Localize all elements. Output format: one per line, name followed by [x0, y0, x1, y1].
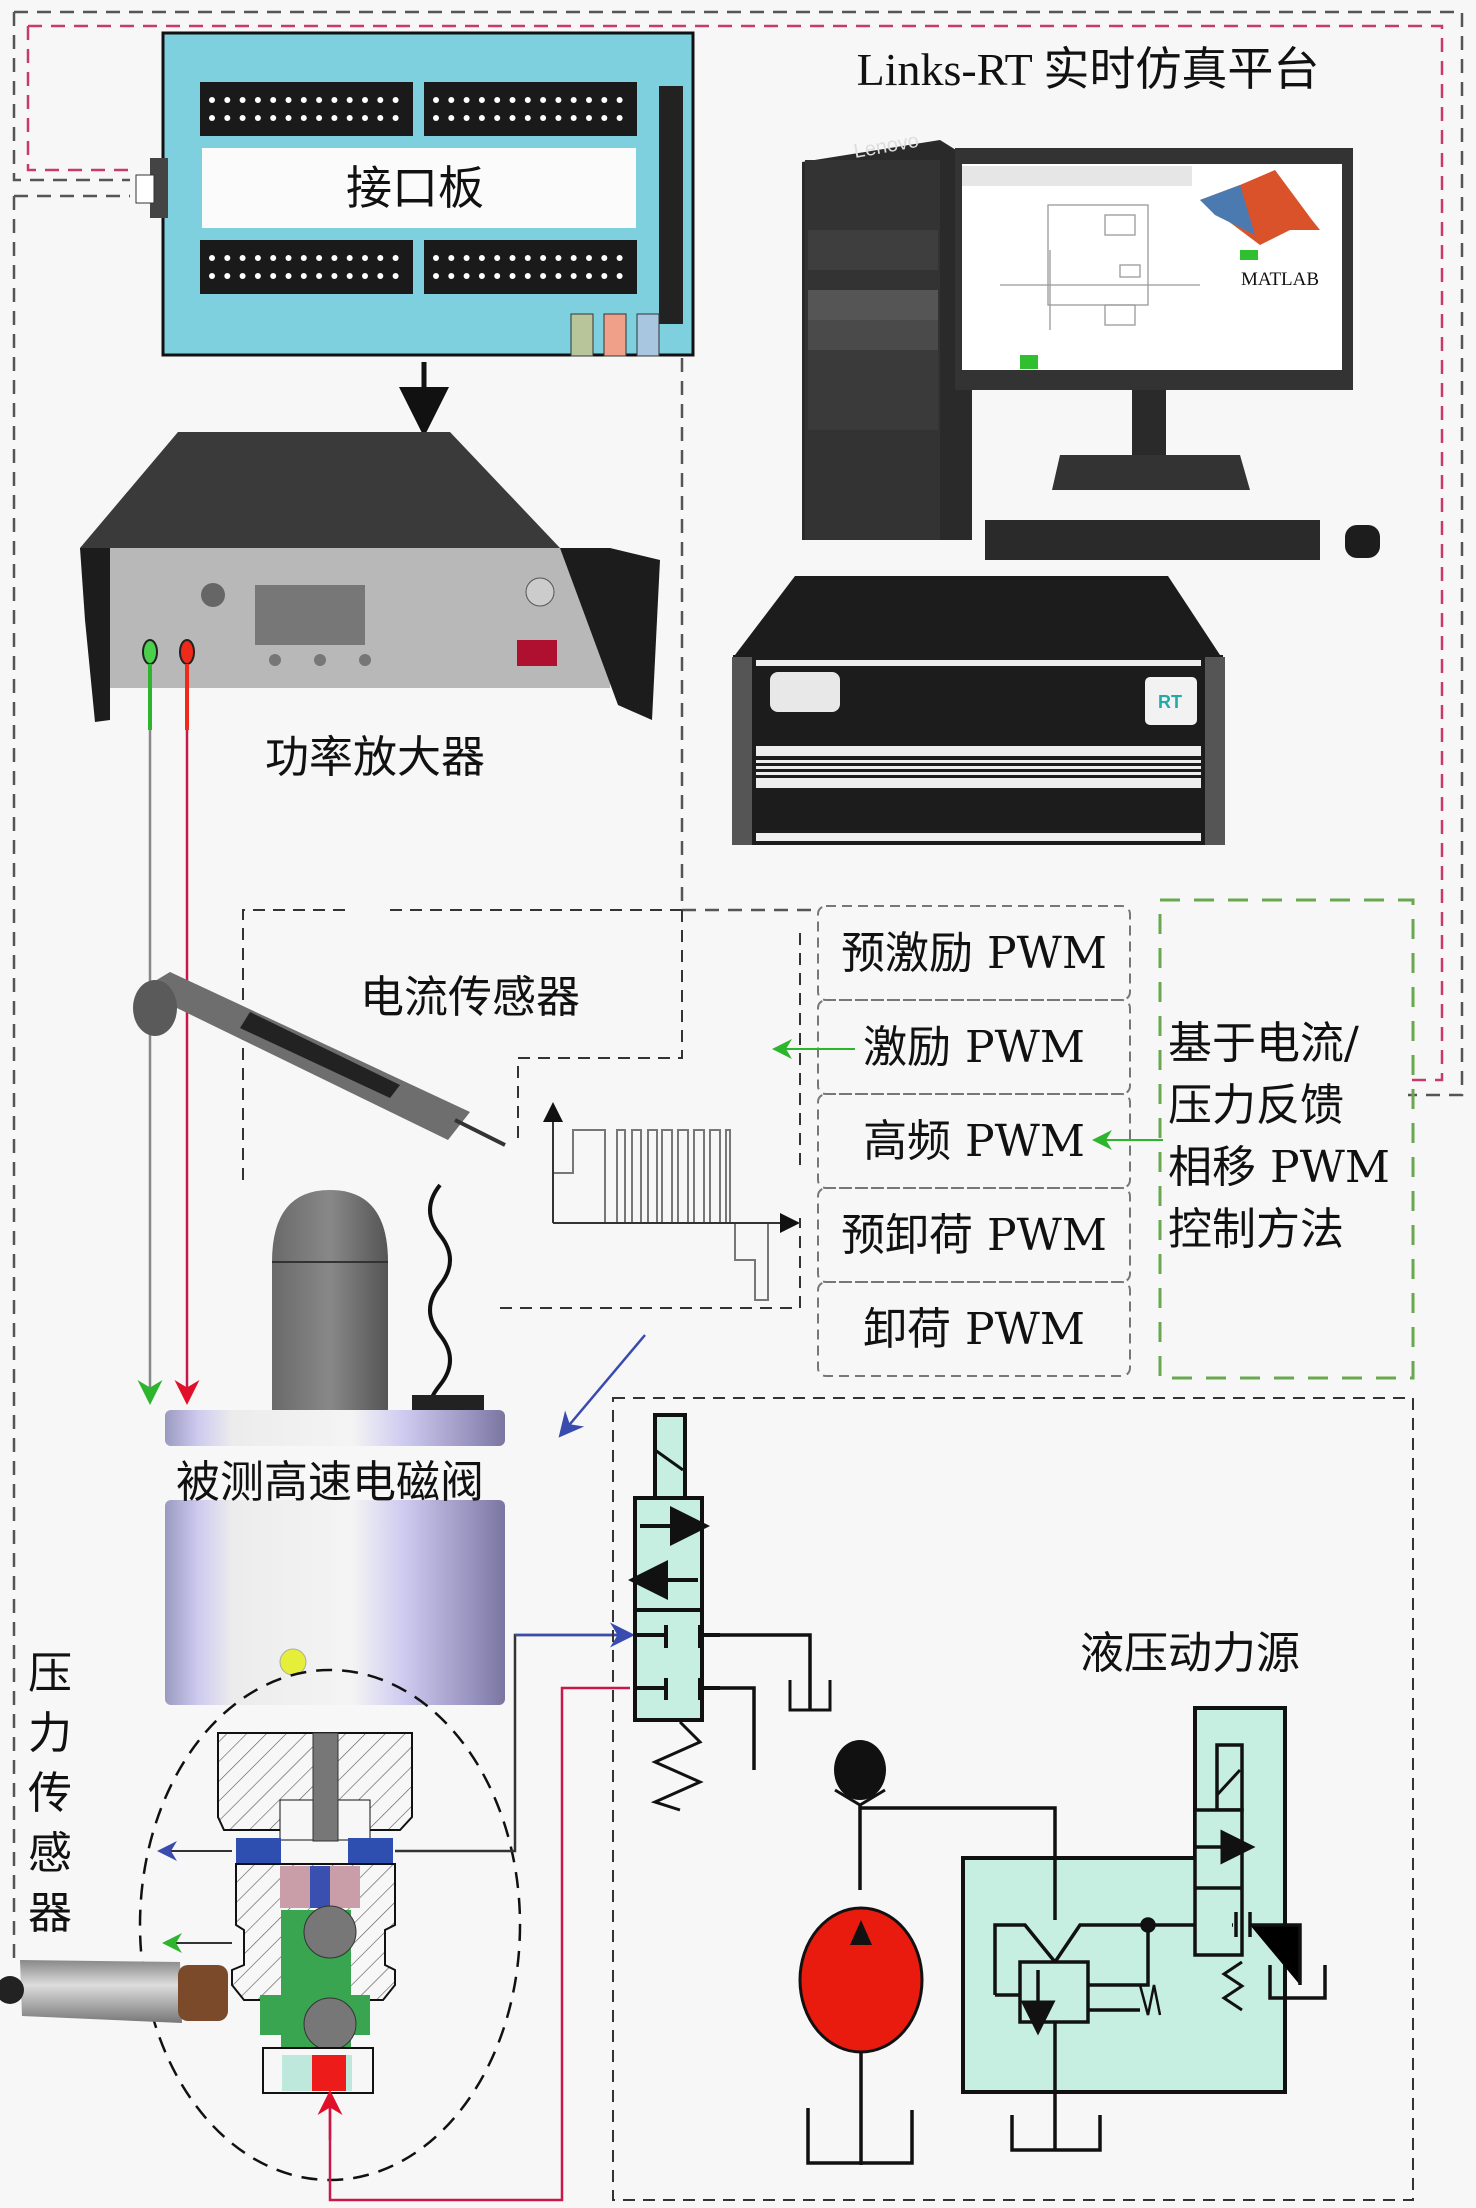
pwm-stage-3: 高频 PWM: [817, 1093, 1131, 1189]
valve-body: [165, 1500, 505, 1705]
pc-tower: Lenovo: [802, 130, 972, 540]
control-method-line: 相移 PWM: [1168, 1142, 1390, 1193]
terminal-green: [142, 639, 158, 665]
board-label-panel: [202, 148, 636, 228]
outer-signal-line: [14, 10, 1464, 1097]
display-window: [770, 672, 840, 712]
connector-block: [424, 82, 637, 136]
control-method-line: 控制方法: [1168, 1204, 1344, 1255]
inlet-port: [312, 2055, 346, 2091]
valve-under-test-label: 被测高速电磁阀: [176, 1457, 484, 1508]
check-valve: [834, 1740, 886, 1807]
board-link-line-pink: [26, 26, 130, 172]
connector-block: [200, 240, 413, 294]
current-sensor-box: [242, 909, 682, 1180]
db-plug: [135, 174, 155, 204]
relief-tank: [1010, 2022, 1102, 2152]
tank-symbol: [788, 1680, 832, 1712]
amp-knob: [201, 583, 225, 607]
pwm-stage-label: 高频 PWM: [863, 1116, 1085, 1167]
power-amplifier: [80, 432, 660, 722]
port-blue: [636, 313, 660, 357]
valve-cable: [428, 1183, 452, 1417]
terminal-red: [179, 639, 195, 665]
current-probe: [133, 972, 506, 1147]
pwm-to-valve-arrow: [558, 1334, 646, 1438]
pwm-stage-1: 预激励 PWM: [817, 905, 1131, 1001]
pressure-sensor: [0, 1960, 228, 2023]
interface-board: 接口板: [135, 31, 695, 357]
feedback-line-pink: [28, 24, 1444, 1082]
pressure-sensor-char: 器: [28, 1888, 72, 1939]
pwm-stage-label: 预激励 PWM: [841, 928, 1107, 979]
board-link-line: [12, 12, 130, 182]
keyboard: [985, 520, 1320, 560]
valve-coil: [272, 1190, 388, 1410]
platform-title: Links-RT 实时仿真平台: [857, 44, 1320, 95]
mouse: [1345, 525, 1380, 558]
monitor: MATLAB: [955, 148, 1353, 490]
power-amplifier-label: 功率放大器: [265, 732, 485, 783]
pwm-stage-label: 激励 PWM: [863, 1022, 1085, 1073]
current-sensor-label: 电流传感器: [360, 972, 580, 1023]
amp-display: [255, 585, 365, 645]
valve-under-test: [165, 1183, 505, 1705]
power-switch: [517, 640, 557, 666]
side-connector: [659, 86, 683, 324]
connector-block: [200, 82, 413, 136]
directional-valve: [628, 1413, 832, 1812]
control-method-line: 压力反馈: [1168, 1080, 1344, 1131]
hydraulic-pump: [798, 1906, 924, 2165]
pwm-stage-list: 预激励 PWM 激励 PWM 高频 PWM 预卸荷 PWM 卸荷 PWM: [817, 905, 1131, 1377]
rt-logo: [1145, 677, 1197, 725]
pipe-inlet: [328, 1686, 630, 2202]
valve-cross-section: [217, 1732, 413, 2094]
pump-tank: [806, 2052, 914, 2165]
connector-block: [424, 240, 637, 294]
svg-text:RT: RT: [1158, 692, 1182, 712]
interface-board-label: 接口板: [346, 161, 484, 215]
return-spring: [650, 1720, 704, 1812]
valve-cap: [165, 1410, 505, 1446]
pressure-sensor-char: 压: [28, 1648, 72, 1699]
valve-tank: [1268, 1965, 1327, 2000]
port-orange: [603, 313, 627, 357]
pressure-sensor-char: 力: [28, 1708, 72, 1759]
pwm-stage-4: 预卸荷 PWM: [817, 1187, 1131, 1283]
pwm-stage-2: 激励 PWM: [817, 999, 1131, 1095]
control-method-line: 基于电流/: [1168, 1018, 1359, 1069]
relief-valve-module: [961, 1706, 1327, 2152]
pressure-sensor-char: 感: [28, 1828, 72, 1879]
matlab-label: MATLAB: [1241, 269, 1319, 290]
pressure-sensor-char: 传: [28, 1768, 72, 1819]
control-method-box: [1158, 898, 1415, 1380]
port-green: [570, 313, 594, 357]
pwm-stage-5: 卸荷 PWM: [817, 1281, 1131, 1377]
pwm-waveform: [543, 1102, 800, 1301]
rt-target-machine: RT: [732, 576, 1225, 845]
monitor-stand: [1052, 455, 1250, 490]
simulink-model: [1000, 204, 1200, 330]
hydraulic-source-box: [612, 1397, 1414, 2201]
pwm-stage-label: 预卸荷 PWM: [841, 1210, 1107, 1261]
amp-gain-knob: [525, 577, 555, 607]
pwm-stage-label: 卸荷 PWM: [863, 1304, 1085, 1355]
hydraulic-source-label: 液压动力源: [1080, 1628, 1300, 1679]
